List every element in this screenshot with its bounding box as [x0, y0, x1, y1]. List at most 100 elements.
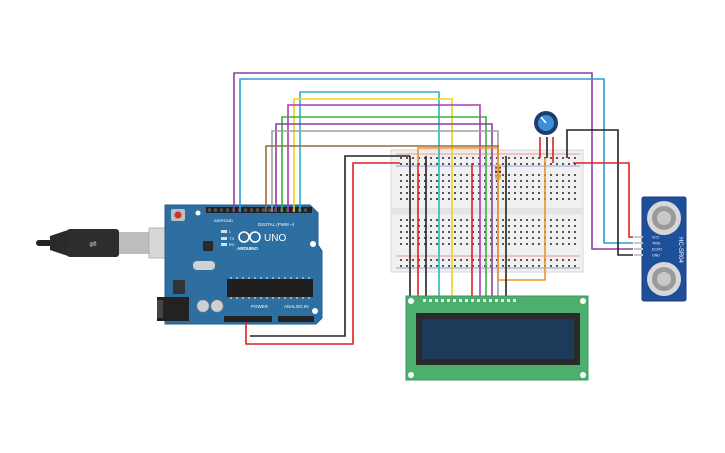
breadboard-hole: [490, 157, 492, 159]
breadboard-hole: [562, 259, 564, 261]
breadboard-hole: [466, 243, 468, 245]
breadboard-hole: [562, 192, 564, 194]
breadboard-hole: [478, 225, 480, 227]
breadboard-hole: [538, 237, 540, 239]
breadboard-hole: [454, 174, 456, 176]
usb-chip: [203, 241, 213, 251]
breadboard-hole: [466, 231, 468, 233]
breadboard-hole: [514, 174, 516, 176]
lcd-pin: [447, 299, 450, 302]
breadboard-hole: [484, 231, 486, 233]
breadboard-hole: [466, 259, 468, 261]
breadboard-hole: [448, 192, 450, 194]
breadboard-hole: [424, 219, 426, 221]
breadboard-hole: [514, 225, 516, 227]
breadboard-hole: [460, 180, 462, 182]
breadboard-hole: [568, 180, 570, 182]
breadboard-hole: [430, 174, 432, 176]
mounting-hole: [195, 210, 201, 216]
breadboard-hole: [568, 163, 570, 165]
breadboard-hole: [532, 163, 534, 165]
breadboard-hole: [418, 265, 420, 267]
breadboard-hole: [442, 259, 444, 261]
breadboard-hole: [502, 180, 504, 182]
sensor-model-text: HC-SR04: [677, 237, 683, 263]
chip-pin: [272, 297, 274, 299]
chip-pin: [290, 277, 292, 279]
breadboard-hole: [502, 231, 504, 233]
capacitor-2: [210, 299, 224, 313]
breadboard-hole: [460, 198, 462, 200]
breadboard-hole: [478, 243, 480, 245]
breadboard-hole: [448, 231, 450, 233]
potentiometer[interactable]: [534, 111, 558, 135]
breadboard-hole: [418, 186, 420, 188]
chip-pin: [260, 297, 262, 299]
breadboard-hole: [502, 186, 504, 188]
chip-pin: [308, 297, 310, 299]
power-label: POWER: [251, 304, 269, 309]
breadboard-hole: [448, 243, 450, 245]
breadboard-hole: [532, 180, 534, 182]
breadboard-hole: [424, 180, 426, 182]
breadboard-hole: [562, 198, 564, 200]
breadboard-hole: [514, 259, 516, 261]
header-pin: [244, 208, 247, 212]
breadboard-hole: [520, 192, 522, 194]
breadboard-hole: [430, 231, 432, 233]
breadboard-hole: [478, 219, 480, 221]
lcd-pin: [507, 299, 510, 302]
chip-pin: [290, 297, 292, 299]
lcd-16x2: [405, 295, 589, 381]
breadboard-hole: [460, 225, 462, 227]
breadboard-hole: [496, 259, 498, 261]
breadboard-hole: [568, 231, 570, 233]
lcd-pin: [435, 299, 438, 302]
breadboard-hole: [466, 219, 468, 221]
led-l: [221, 230, 227, 233]
breadboard-hole: [550, 259, 552, 261]
wire-black-gnd: [250, 155, 410, 337]
wire-purple-lcd: [275, 123, 493, 300]
breadboard-hole: [532, 259, 534, 261]
chip-pin: [302, 297, 304, 299]
breadboard-hole: [520, 259, 522, 261]
breadboard-hole: [436, 186, 438, 188]
breadboard-hole: [418, 225, 420, 227]
usb-strain-relief: [50, 230, 68, 256]
breadboard-hole: [424, 198, 426, 200]
breadboard-hole: [526, 219, 528, 221]
breadboard-hole: [508, 174, 510, 176]
breadboard-hole: [430, 225, 432, 227]
breadboard-hole: [568, 219, 570, 221]
reset-button-cap[interactable]: [174, 211, 182, 219]
breadboard-hole: [436, 198, 438, 200]
breadboard-hole: [514, 219, 516, 221]
breadboard-hole: [550, 157, 552, 159]
breadboard-hole: [460, 192, 462, 194]
breadboard-hole: [502, 243, 504, 245]
breadboard-hole: [478, 237, 480, 239]
chip-pin: [236, 277, 238, 279]
breadboard-hole: [448, 180, 450, 182]
breadboard-hole: [442, 180, 444, 182]
breadboard-hole: [424, 259, 426, 261]
breadboard-hole: [436, 163, 438, 165]
breadboard-hole: [502, 265, 504, 267]
breadboard-hole: [472, 219, 474, 221]
breadboard-hole: [496, 198, 498, 200]
breadboard-hole: [406, 174, 408, 176]
lcd-pin: [513, 299, 516, 302]
breadboard-hole: [466, 237, 468, 239]
breadboard-hole: [406, 231, 408, 233]
breadboard-hole: [490, 180, 492, 182]
header-pin: [304, 208, 307, 212]
breadboard-hole: [574, 174, 576, 176]
breadboard-hole: [508, 231, 510, 233]
breadboard-hole: [424, 157, 426, 159]
breadboard-hole: [568, 157, 570, 159]
analog-header: [278, 316, 314, 322]
breadboard-hole: [526, 163, 528, 165]
breadboard-hole: [400, 163, 402, 165]
sensor-pin: [634, 242, 643, 244]
